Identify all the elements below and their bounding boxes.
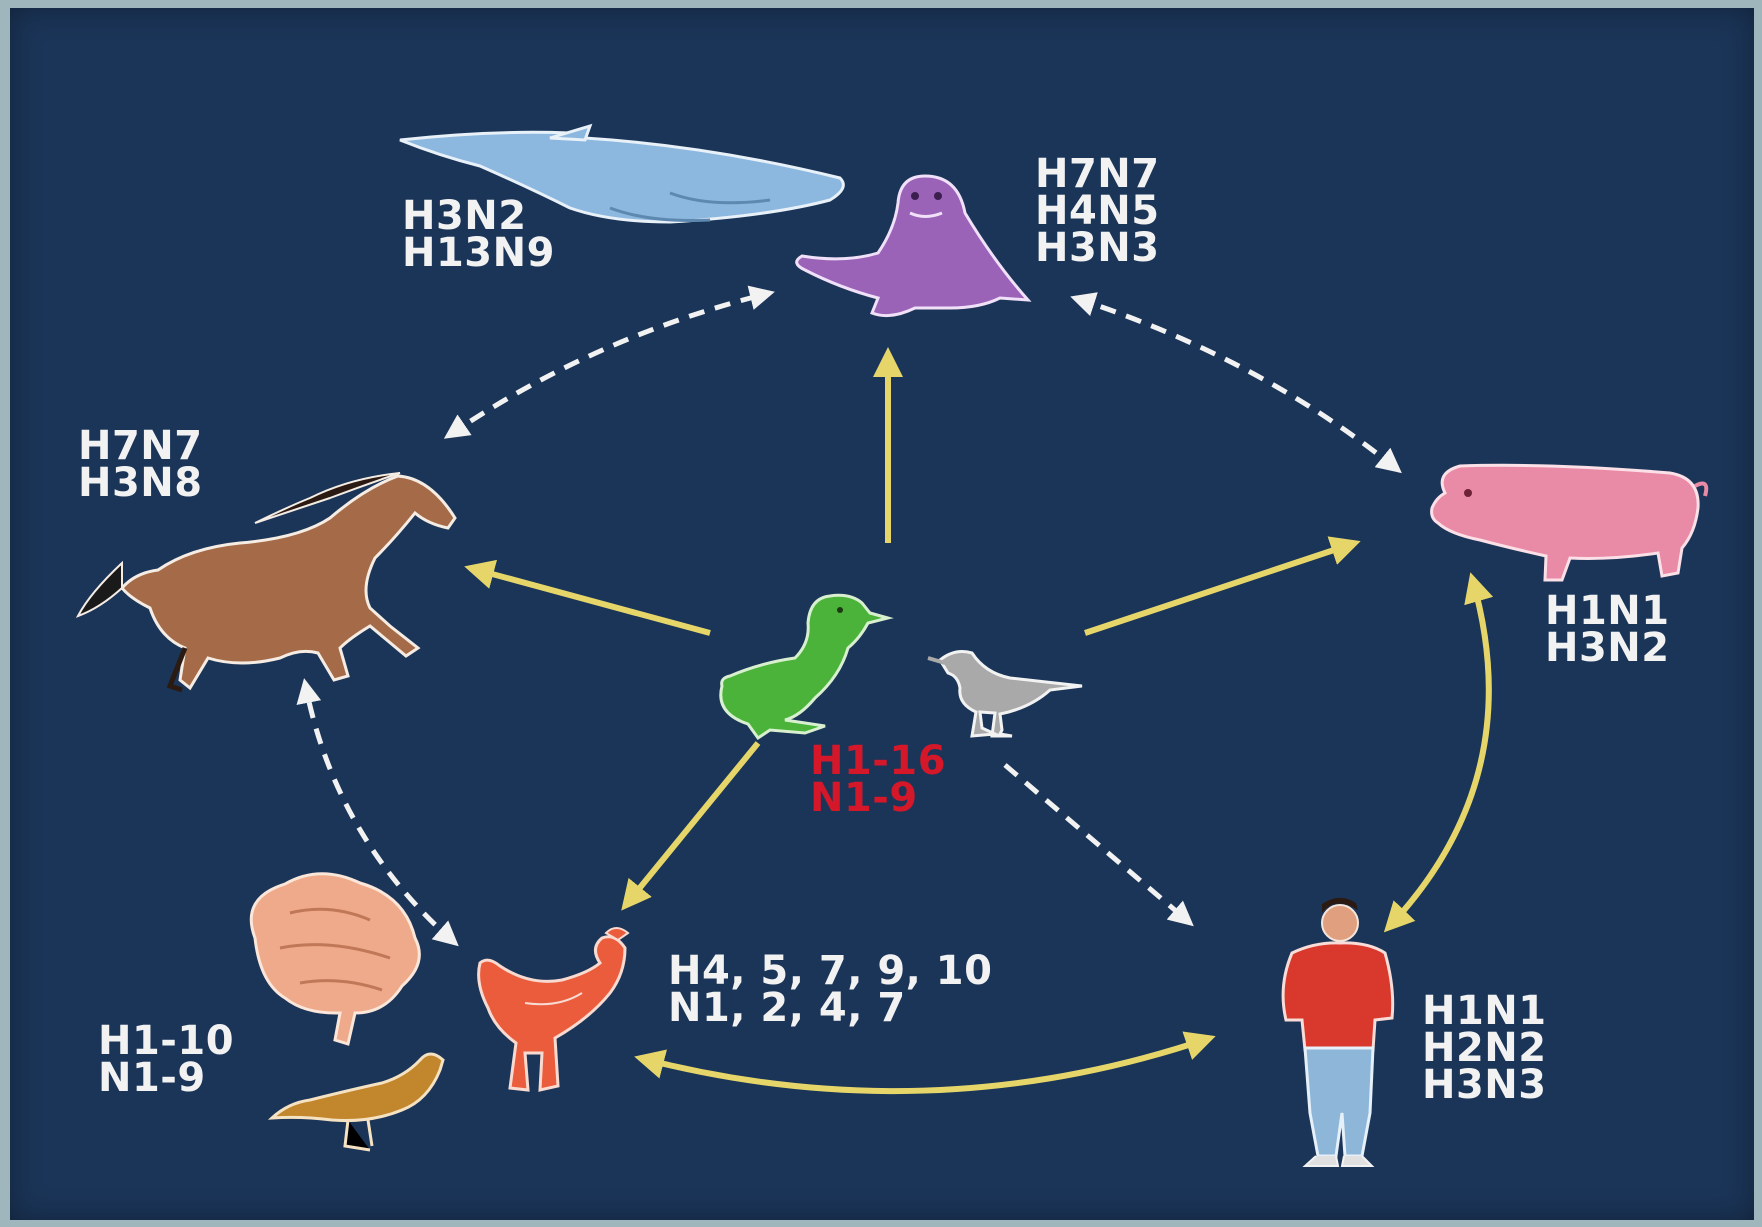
horse-subtypes-label: H7N7 H3N8: [78, 428, 203, 502]
arrow-horse-seal: [448, 293, 770, 436]
arrow-birds-to-horse: [470, 568, 710, 633]
pig-icon: [1432, 465, 1707, 580]
chicken-icon: [479, 928, 628, 1090]
whale-subtypes-label: H3N2 H13N9: [402, 198, 555, 272]
arrow-birds-to-chicken: [625, 743, 758, 906]
arrow-human-chicken: [640, 1038, 1210, 1091]
pig-subtypes-label: H1N1 H3N2: [1545, 593, 1670, 667]
shorebird-icon: [928, 652, 1082, 736]
arrow-pig-human: [1388, 578, 1489, 928]
wild-birds-subtypes-label: H1-16 N1-9: [810, 743, 946, 817]
seal-subtypes-label: H7N7 H4N5 H3N3: [1035, 156, 1160, 267]
duck-icon: [721, 595, 888, 738]
quail-icon: [272, 1054, 443, 1150]
human-subtypes-label: H1N1 H2N2 H3N3: [1422, 993, 1547, 1104]
arrow-seal-pig: [1075, 298, 1398, 470]
arrow-birds-to-human: [1005, 765, 1190, 923]
poultry-subtypes-label: H4, 5, 7, 9, 10 N1, 2, 4, 7: [668, 953, 992, 1027]
human-icon: [1283, 898, 1393, 1166]
turkey-icon: [251, 874, 419, 1044]
diagram-frame: H3N2 H13N9 H7N7 H4N5 H3N3 H7N7 H3N8 H1N1…: [10, 8, 1754, 1220]
gamebirds-subtypes-label: H1-10 N1-9: [98, 1023, 234, 1097]
arrow-birds-to-pig: [1085, 543, 1355, 633]
